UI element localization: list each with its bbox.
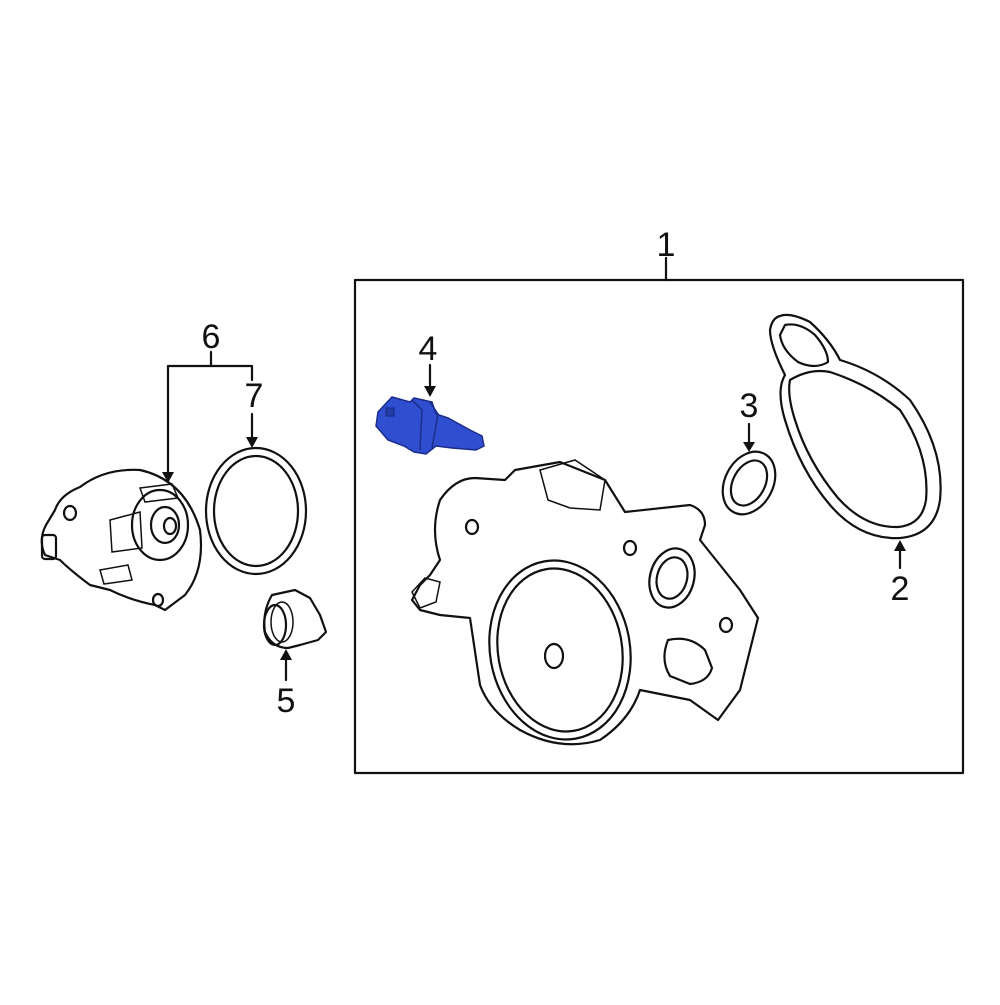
callout-1[interactable]: 1: [656, 226, 676, 264]
callout-5[interactable]: 5: [276, 682, 296, 720]
plug-part[interactable]: [262, 588, 328, 682]
assembly-box: [353, 256, 965, 775]
o-ring-part[interactable]: [712, 422, 785, 523]
water-pump-part[interactable]: [410, 459, 760, 751]
pump-gasket-part[interactable]: [768, 313, 942, 570]
thermostat-seal-part[interactable]: [204, 412, 308, 576]
thermostat-housing-part[interactable]: [40, 350, 254, 612]
callout-7[interactable]: 7: [244, 377, 264, 415]
temperature-sensor-part[interactable]: [375, 363, 485, 455]
callout-3[interactable]: 3: [739, 387, 759, 425]
callout-6[interactable]: 6: [201, 318, 221, 356]
callout-4[interactable]: 4: [418, 330, 438, 368]
callout-2[interactable]: 2: [890, 570, 910, 608]
